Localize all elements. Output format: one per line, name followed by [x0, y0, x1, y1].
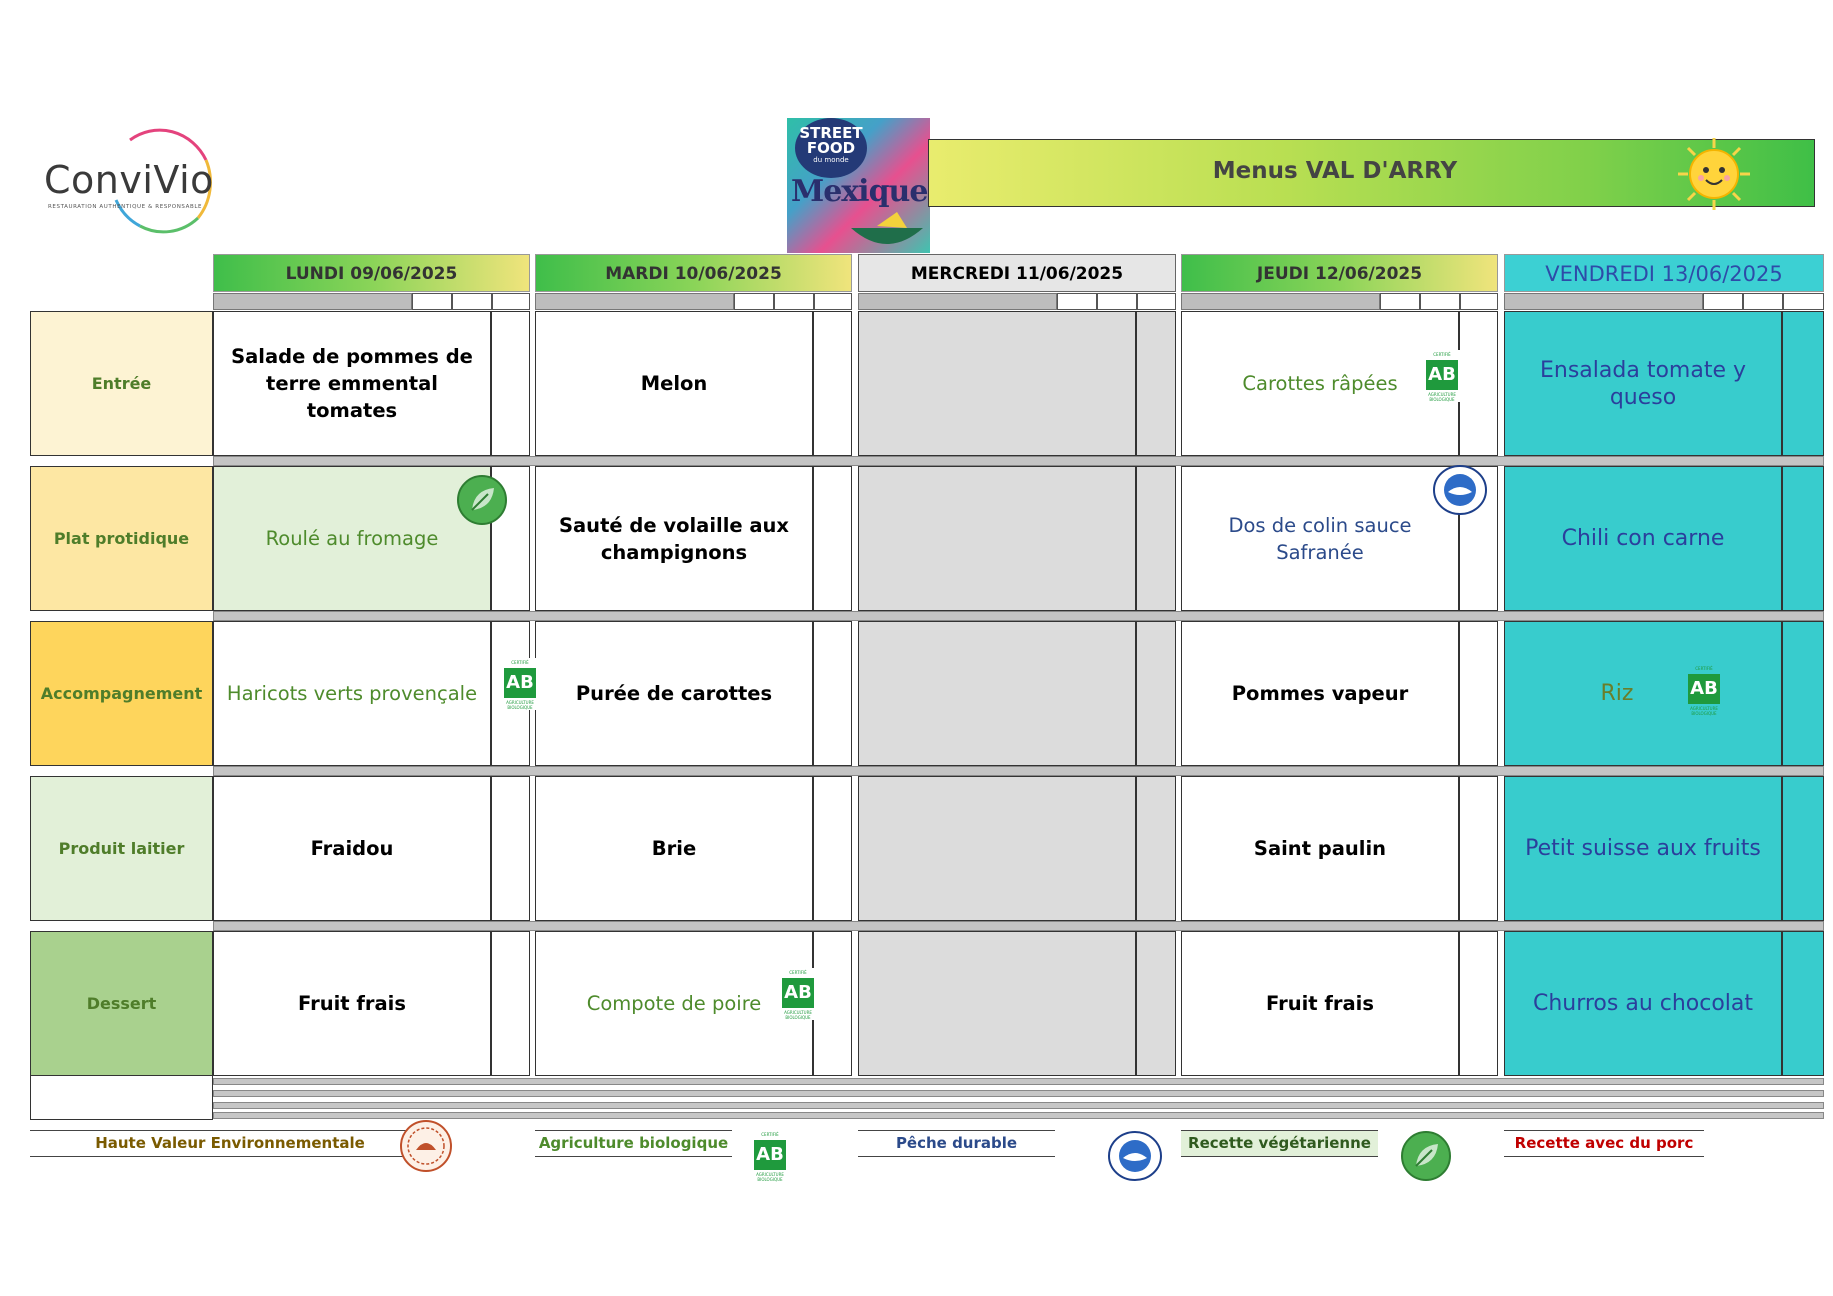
meal-lundi-entree: Salade de pommes de terre emmental tomat…	[213, 311, 491, 456]
meal-vendredi-entree: Ensalada tomate y queso	[1504, 311, 1782, 456]
meal-jeudi-entree: Carottes râpées	[1181, 311, 1459, 456]
meal-mardi-dessert: Compote de poire	[535, 931, 813, 1076]
meal-vendredi-laitier: Petit suisse aux fruits	[1504, 776, 1782, 921]
meal-lundi-laitier: Fraidou	[213, 776, 491, 921]
meal-mercredi-laitier	[858, 776, 1136, 921]
legend-bio: Agriculture biologique	[535, 1130, 732, 1157]
legend-vege: Recette végétarienne	[1181, 1130, 1378, 1157]
meal-lundi-accompagnement: Haricots verts provençale	[213, 621, 491, 766]
meal-mercredi-entree	[858, 311, 1136, 456]
peche-durable-icon	[1108, 1131, 1162, 1181]
meal-mardi-entree: Melon	[535, 311, 813, 456]
meal-lundi-dessert: Fruit frais	[213, 931, 491, 1076]
convivio-logo: ConviVio RESTAURATION AUTHENTIQUE & RESP…	[30, 120, 220, 240]
category-dessert: Dessert	[30, 931, 213, 1076]
meal-mardi-plat: Sauté de volaille aux champignons	[535, 466, 813, 611]
row-separator	[213, 921, 1824, 931]
meal-mercredi-dessert	[858, 931, 1136, 1076]
meal-vendredi-plat: Chili con carne	[1504, 466, 1782, 611]
subrow-lundi	[213, 293, 530, 310]
vegetarian-icon	[1401, 1131, 1451, 1181]
poster-country: Mexique	[791, 174, 928, 209]
meal-mercredi-plat	[858, 466, 1136, 611]
street-food-badge: STREET FOOD du monde	[795, 118, 867, 178]
row-separator	[213, 456, 1824, 466]
meal-mardi-accompagnement: Purée de carottes	[535, 621, 813, 766]
legend-porc: Recette avec du porc	[1504, 1130, 1704, 1157]
logo-ring-icon	[114, 128, 212, 234]
subrow-jeudi	[1181, 293, 1498, 310]
meal-vendredi-accompagnement: Riz	[1504, 621, 1782, 766]
day-header-mardi: MARDI 10/06/2025	[535, 254, 852, 292]
category-accompagnement: Accompagnement	[30, 621, 213, 766]
meal-jeudi-accompagnement: Pommes vapeur	[1181, 621, 1459, 766]
meal-jeudi-laitier: Saint paulin	[1181, 776, 1459, 921]
hve-icon	[400, 1120, 452, 1172]
poster-line1: STREET	[799, 124, 863, 142]
legend-hve: Haute Valeur Environnementale	[30, 1130, 430, 1157]
subrow-mercredi	[858, 293, 1176, 310]
category-plat: Plat protidique	[30, 466, 213, 611]
meal-jeudi-plat: Dos de colin sauce Safranée	[1181, 466, 1459, 611]
food-bowl-icon	[851, 212, 923, 244]
title-banner	[928, 139, 1815, 207]
day-header-lundi: LUNDI 09/06/2025	[213, 254, 530, 292]
meal-lundi-plat: Roulé au fromage	[213, 466, 491, 611]
poster-line3: du monde	[813, 156, 849, 164]
peche-durable-icon	[1433, 465, 1487, 515]
footer-blank-cell	[30, 1076, 213, 1120]
category-entree: Entrée	[30, 311, 213, 456]
day-header-vendredi: VENDREDI 13/06/2025	[1504, 254, 1824, 292]
page-title: Menus VAL D'ARRY	[1212, 158, 1458, 184]
row-separator	[213, 766, 1824, 776]
sun-icon	[1678, 138, 1750, 210]
meal-mardi-laitier: Brie	[535, 776, 813, 921]
subrow-mardi	[535, 293, 852, 310]
street-food-poster: STREET FOOD du monde Mexique	[787, 118, 930, 253]
meal-vendredi-dessert: Churros au chocolat	[1504, 931, 1782, 1076]
meal-jeudi-dessert: Fruit frais	[1181, 931, 1459, 1076]
subrow-vendredi	[1504, 293, 1824, 310]
legend-peche: Pêche durable	[858, 1130, 1055, 1157]
meal-mercredi-accompagnement	[858, 621, 1136, 766]
logo-wordmark: ConviVio	[44, 158, 214, 202]
day-header-jeudi: JEUDI 12/06/2025	[1181, 254, 1498, 292]
poster-line2: FOOD	[806, 139, 856, 157]
row-separator	[213, 611, 1824, 621]
logo-tagline: RESTAURATION AUTHENTIQUE & RESPONSABLE	[48, 204, 203, 210]
day-header-mercredi: MERCREDI 11/06/2025	[858, 254, 1176, 292]
vegetarian-icon	[457, 475, 507, 525]
category-produit-laitier: Produit laitier	[30, 776, 213, 921]
